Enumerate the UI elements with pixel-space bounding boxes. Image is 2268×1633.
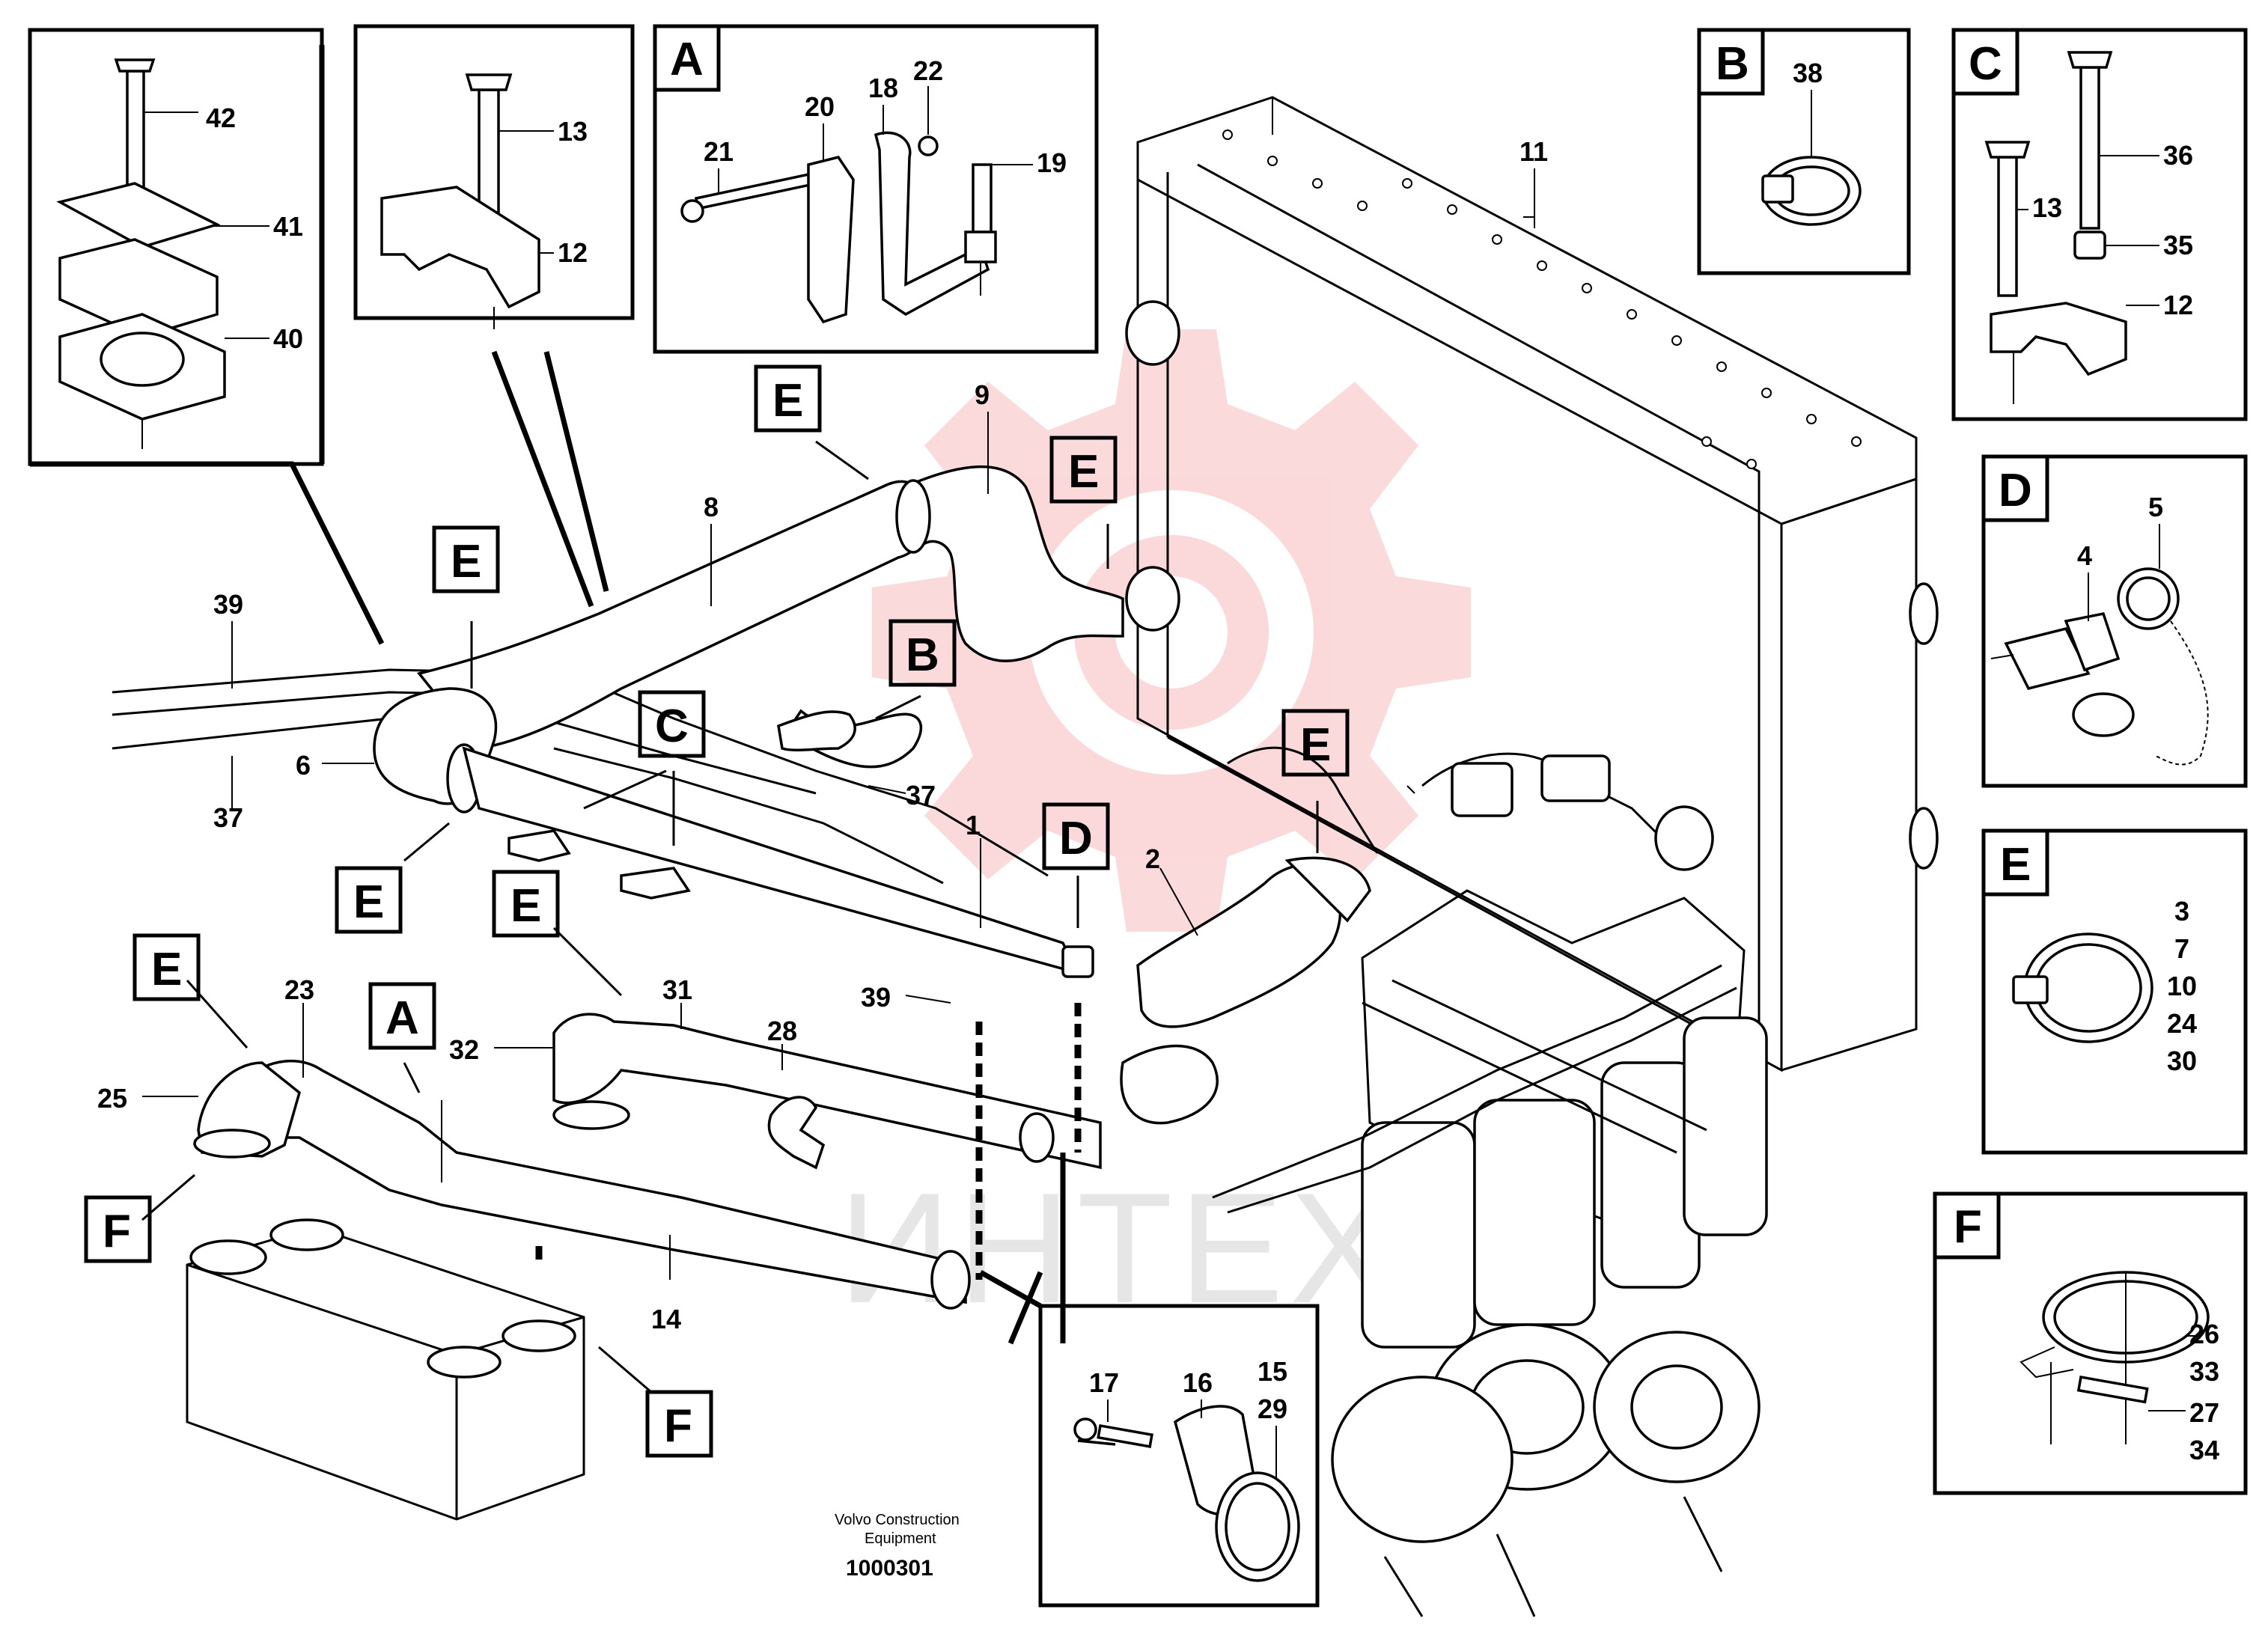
part-label-6: 6: [296, 750, 311, 781]
part-label-21: 21: [704, 136, 734, 167]
main-callout-numbers: 11 9 8 39 37 6 37 1 2 23 25 31 28 32 39 …: [97, 136, 1548, 1334]
part-label-14: 14: [651, 1304, 681, 1334]
part-label-22: 22: [913, 55, 943, 86]
tag-d: D: [1059, 813, 1093, 864]
part-label-11: 11: [1519, 136, 1548, 167]
part-label-13-bracket: 13: [558, 116, 588, 147]
letter-tags: E E E B C E D E E E A F F: [84, 364, 1350, 1458]
part-label-35: 35: [2163, 230, 2193, 260]
part-label-34: 34: [2189, 1435, 2219, 1465]
tag-f-bottom: F: [664, 1400, 692, 1452]
part-label-19: 19: [1037, 147, 1067, 178]
part-label-5: 5: [2148, 492, 2163, 522]
inset-clamp-drawing: [56, 58, 226, 449]
part-label-39-top: 39: [213, 589, 243, 620]
part-label-28: 28: [767, 1016, 797, 1046]
inset-e-hose-clamp-icon: [2012, 933, 2153, 1043]
inset-a-letter: A: [670, 34, 704, 85]
part-label-12-bracket: 12: [558, 237, 588, 268]
inset-d-drawing: [1990, 567, 2209, 766]
part-label-10: 10: [2167, 971, 2197, 1001]
part-label-33: 33: [2189, 1356, 2219, 1387]
inset-part-numbers: 42 41 40 13 12 21 20 18 22 19 38 13 36 3…: [144, 55, 2219, 1478]
part-label-4: 4: [2077, 540, 2092, 571]
part-label-7: 7: [2174, 933, 2189, 964]
tag-a: A: [385, 992, 419, 1044]
part-label-2: 2: [1145, 843, 1160, 874]
part-label-12: 12: [2163, 290, 2193, 320]
inset-f-letter: F: [1954, 1201, 1982, 1253]
inset-ring-drawing: [1073, 1405, 1300, 1582]
part-label-20: 20: [805, 91, 835, 122]
part-label-38: 38: [1793, 58, 1823, 88]
publisher-line-2: Equipment: [865, 1530, 936, 1547]
part-label-31: 31: [662, 974, 692, 1005]
part-label-41: 41: [273, 211, 303, 242]
inset-f-clamp-drawing: [2019, 1271, 2210, 1444]
part-label-26: 26: [2189, 1319, 2219, 1349]
tag-e-hose-2: E: [1300, 719, 1331, 771]
part-label-27: 27: [2189, 1397, 2219, 1428]
part-label-3: 3: [2174, 896, 2189, 927]
part-label-16: 16: [1183, 1367, 1213, 1398]
engine: [1212, 746, 1768, 1617]
tag-e-hose-31: E: [510, 880, 541, 932]
part-label-29: 29: [1258, 1394, 1287, 1424]
inset-d-letter: D: [1999, 465, 2032, 516]
tag-e-lower-left: E: [353, 876, 384, 928]
part-label-24: 24: [2167, 1008, 2197, 1039]
tag-b: B: [906, 629, 939, 681]
part-label-9: 9: [975, 379, 990, 410]
radiator-bolt-holes: [1222, 129, 1862, 469]
inset-b-letter: B: [1716, 38, 1749, 90]
part-label-1: 1: [966, 810, 981, 840]
tag-e-hose-9: E: [1068, 446, 1099, 498]
part-label-25: 25: [97, 1083, 127, 1114]
part-label-32: 32: [449, 1034, 479, 1065]
footer: Volvo Construction Equipment 1000301: [835, 1512, 960, 1581]
hoses: [112, 466, 1371, 1521]
part-label-18: 18: [868, 73, 898, 103]
inset-e-letter: E: [2000, 839, 2031, 891]
part-label-37-mid: 37: [906, 780, 936, 811]
tag-e-elbow-6: E: [451, 536, 481, 587]
part-label-13: 13: [2032, 192, 2062, 223]
part-label-17: 17: [1089, 1367, 1119, 1398]
document-number: 1000301: [846, 1556, 933, 1581]
inset-c-letter: C: [1969, 38, 2002, 90]
part-label-8: 8: [704, 492, 719, 522]
part-label-30: 30: [2167, 1046, 2197, 1076]
part-label-39-mid: 39: [861, 982, 891, 1013]
tag-e-hose-8: E: [772, 375, 803, 427]
inset-b-hose-clamp-icon: [1761, 156, 1862, 226]
inset-frames: [28, 24, 2248, 1608]
inset-bracket-drawing: [380, 73, 540, 329]
tag-c: C: [655, 700, 689, 752]
radiator-pipe-stubs: [1125, 300, 1939, 870]
inset-letter-boxes: A B C D E F: [653, 24, 2049, 1260]
tag-f-left: F: [103, 1206, 131, 1257]
publisher-line-1: Volvo Construction: [835, 1512, 960, 1528]
inset-c-drawing: [1984, 51, 2127, 404]
tag-e-elbow-25: E: [151, 944, 182, 995]
part-label-40: 40: [273, 323, 303, 354]
part-label-42: 42: [206, 103, 236, 133]
part-label-23: 23: [284, 974, 314, 1005]
part-label-15: 15: [1258, 1356, 1287, 1387]
part-label-36: 36: [2163, 140, 2193, 171]
inset-a-drawing: [680, 131, 997, 324]
part-label-37-left: 37: [213, 802, 243, 833]
watermark-gear-icon: [872, 329, 1471, 932]
